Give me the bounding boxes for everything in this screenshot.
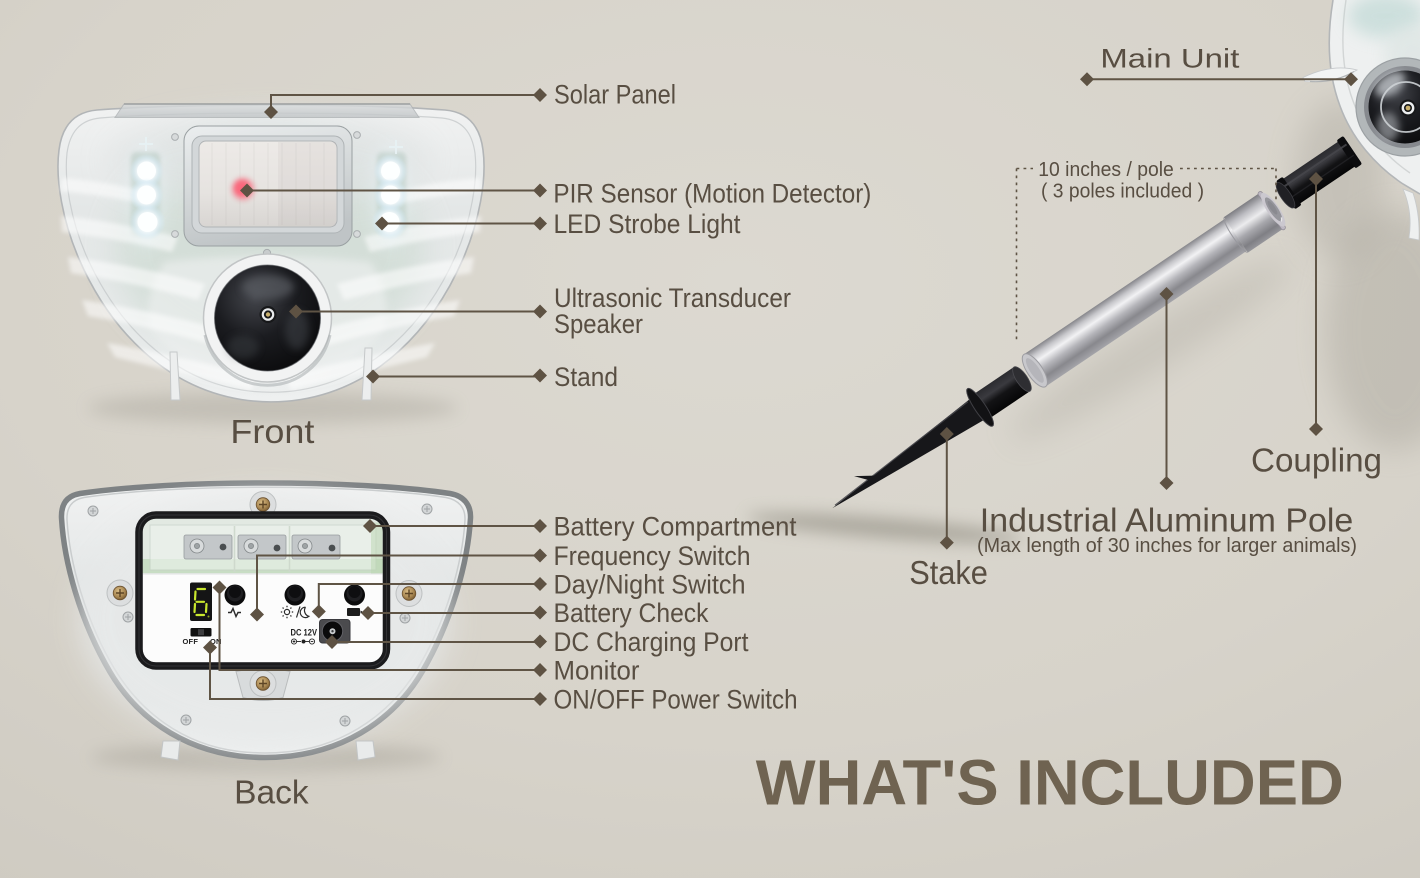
svg-text:LED Strobe Light: LED Strobe Light [554, 209, 742, 239]
svg-text:Back: Back [234, 774, 309, 811]
svg-text:Day/Night Switch: Day/Night Switch [554, 570, 746, 600]
svg-text:WHAT'S INCLUDED: WHAT'S INCLUDED [756, 747, 1344, 819]
svg-text:Speaker: Speaker [554, 309, 643, 339]
svg-text:DC Charging Port: DC Charging Port [554, 627, 750, 657]
svg-text:ON/OFF Power Switch: ON/OFF Power Switch [554, 685, 798, 715]
svg-text:Battery Compartment: Battery Compartment [554, 512, 798, 542]
svg-text:Frequency Switch: Frequency Switch [554, 541, 751, 571]
svg-text:(Max length of 30 inches for l: (Max length of 30 inches for larger anim… [977, 535, 1357, 557]
svg-text:Front: Front [230, 413, 314, 450]
svg-text:Solar Panel: Solar Panel [554, 80, 676, 110]
svg-text:DC 12V: DC 12V [291, 628, 318, 639]
svg-text:Main Unit: Main Unit [1100, 43, 1240, 73]
svg-text:OFF: OFF [183, 637, 199, 646]
svg-text:Stand: Stand [554, 362, 618, 392]
svg-text:Coupling: Coupling [1251, 441, 1382, 478]
svg-text:( 3 poles included ): ( 3 poles included ) [1041, 180, 1204, 202]
svg-text:ON: ON [210, 637, 222, 646]
svg-text:Battery Check: Battery Check [554, 598, 710, 628]
svg-text:Monitor: Monitor [554, 656, 640, 686]
svg-text:10 inches / pole: 10 inches / pole [1038, 159, 1174, 181]
svg-text:Stake: Stake [909, 554, 988, 591]
svg-text:Ultrasonic Transducer: Ultrasonic Transducer [554, 283, 791, 313]
svg-text:PIR Sensor (Motion Detector): PIR Sensor (Motion Detector) [553, 179, 871, 209]
svg-text:Industrial Aluminum Pole: Industrial Aluminum Pole [980, 502, 1354, 539]
